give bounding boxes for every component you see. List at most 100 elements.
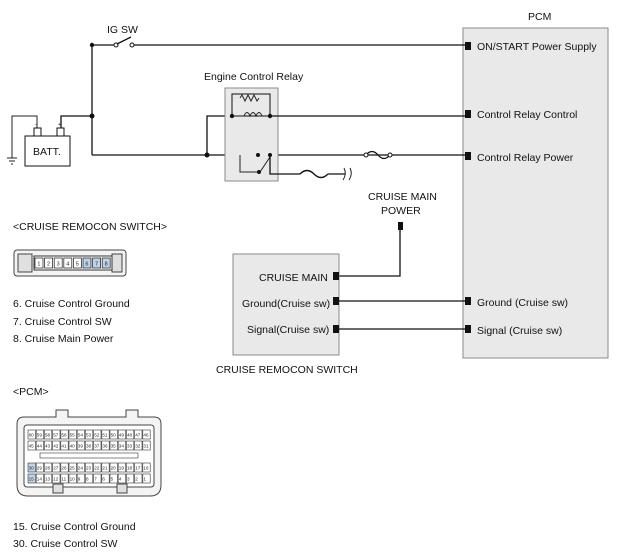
pcm-pin-cell <box>44 473 53 484</box>
remocon-pin-cell <box>34 257 44 269</box>
relay-box <box>224 87 279 182</box>
pcm-pin-number: 26 <box>61 466 67 471</box>
remocon-pin-cell <box>63 257 73 269</box>
pcm-pin-number: 43 <box>45 444 51 449</box>
pcm-pin-number: 3 <box>127 477 130 482</box>
pcm-pin-number: 25 <box>70 466 76 471</box>
remocon-pin-cell <box>73 257 82 269</box>
pcm-pin-cell <box>101 429 110 440</box>
pcm-pin-signal-cruise <box>465 325 471 333</box>
relay-switch-node-a <box>256 153 260 157</box>
pcm-pin-number: 47 <box>135 433 141 438</box>
pcm-pin-cell <box>126 429 135 440</box>
pcm-pin-cell <box>101 462 110 473</box>
remocon-pin-cell <box>82 257 92 269</box>
remocon-pin-cell <box>53 257 63 269</box>
pcm-pin-ground-cruise <box>465 297 471 305</box>
pcm-pin-cell <box>142 473 151 484</box>
pcm-pin-number: 14 <box>37 477 43 482</box>
remocon-connector-title: <CRUISE REMOCON SWITCH> <box>13 221 167 233</box>
pcm-pin-label-on-start: ON/START Power Supply <box>477 41 597 53</box>
battery-plus-sign: + <box>58 122 61 128</box>
pcm-pin-number: 23 <box>86 466 92 471</box>
remocon-pin-signal <box>333 325 339 333</box>
pcm-pin-cell <box>93 429 102 440</box>
remocon-pin-cell <box>44 257 53 269</box>
pcm-pin-number: 11 <box>61 477 66 482</box>
pcm-pin-number: 10 <box>70 477 76 482</box>
pcm-pin-number: 54 <box>78 433 84 438</box>
ig-sw-contact-right <box>129 42 135 48</box>
pcm-pin-cell <box>134 429 143 440</box>
pcm-pin-cell <box>93 473 102 484</box>
pcm-pin-cell <box>134 440 143 451</box>
pcm-legend-15: 15. Cruise Control Ground <box>13 521 136 533</box>
relay-label: Engine Control Relay <box>204 71 304 83</box>
pcm-pin-number: 19 <box>119 466 125 471</box>
pcm-pin-cell <box>126 440 135 451</box>
pcm-pin-cell <box>117 462 126 473</box>
remocon-pin-label-ground: Ground(Cruise sw) <box>242 298 330 310</box>
pcm-pin-cell <box>76 440 85 451</box>
pcm-pin-number: 45 <box>29 444 35 449</box>
remocon-pin-number: 6 <box>85 262 88 268</box>
pcm-pin-number: 39 <box>78 444 84 449</box>
remocon-connector-latch-left <box>17 253 33 273</box>
pcm-pin-cell <box>93 462 102 473</box>
ig-sw-blade <box>116 36 132 45</box>
pcm-pin-number: 52 <box>94 433 100 438</box>
pcm-pin-cell <box>60 429 69 440</box>
remocon-pin-label-signal: Signal(Cruise sw) <box>247 324 329 336</box>
pcm-pin-cell <box>27 462 36 473</box>
pcm-pin-number: 18 <box>127 466 133 471</box>
remocon-switch-caption: CRUISE REMOCON SWITCH <box>216 364 358 376</box>
pcm-pin-cell <box>134 473 143 484</box>
wire-break-icon <box>342 167 352 181</box>
pcm-pin-label-relay-control: Control Relay Control <box>477 109 577 121</box>
pcm-pin-cell <box>27 473 36 484</box>
pcm-pin-number: 15 <box>29 477 35 482</box>
pcm-pin-number: 27 <box>53 466 59 471</box>
pcm-pin-label-ground-cruise: Ground (Cruise sw) <box>477 297 568 309</box>
pcm-legend-30: 30. Cruise Control SW <box>13 538 118 550</box>
pcm-pin-cell <box>117 473 126 484</box>
pcm-pin-cell <box>101 473 110 484</box>
pcm-pin-number: 60 <box>29 433 35 438</box>
pcm-pin-cell <box>142 462 151 473</box>
pcm-pin-cell <box>44 429 53 440</box>
pcm-pin-cell <box>109 429 118 440</box>
pcm-pin-cell <box>68 440 77 451</box>
pcm-pin-number: 33 <box>127 444 133 449</box>
relay-node-left <box>229 113 235 119</box>
pcm-pin-cell <box>109 473 118 484</box>
remocon-legend-7: 7. Cruise Control SW <box>13 316 112 328</box>
pcm-pin-number: 38 <box>86 444 92 449</box>
fuse-icon-lower <box>299 169 329 179</box>
pcm-pin-number: 59 <box>37 433 43 438</box>
pcm-pin-number: 30 <box>29 466 35 471</box>
pcm-pin-number: 34 <box>119 444 125 449</box>
pcm-pin-cell <box>142 429 151 440</box>
pcm-pin-relay-control <box>465 110 471 118</box>
pcm-pin-number: 28 <box>45 466 51 471</box>
pcm-pin-number: 46 <box>143 433 149 438</box>
pcm-pin-cell <box>117 429 126 440</box>
fuse-icon-upper <box>365 150 391 160</box>
remocon-pin-cell <box>92 257 101 269</box>
relay-output-wire-lower <box>269 155 300 175</box>
pcm-pin-cell <box>126 473 135 484</box>
relay-switch-node-c <box>257 170 261 174</box>
pcm-pin-cell <box>101 440 110 451</box>
ground-icon <box>7 157 17 165</box>
ground-wire <box>11 115 38 158</box>
remocon-legend-6: 6. Cruise Control Ground <box>13 298 130 310</box>
pcm-pin-cell <box>85 429 94 440</box>
remocon-pin-number: 5 <box>76 262 79 268</box>
battery-terminal-pos <box>56 127 65 137</box>
pcm-pin-number: 7 <box>94 477 97 482</box>
pcm-pin-number: 55 <box>70 433 76 438</box>
pcm-pin-number: 31 <box>143 444 149 449</box>
